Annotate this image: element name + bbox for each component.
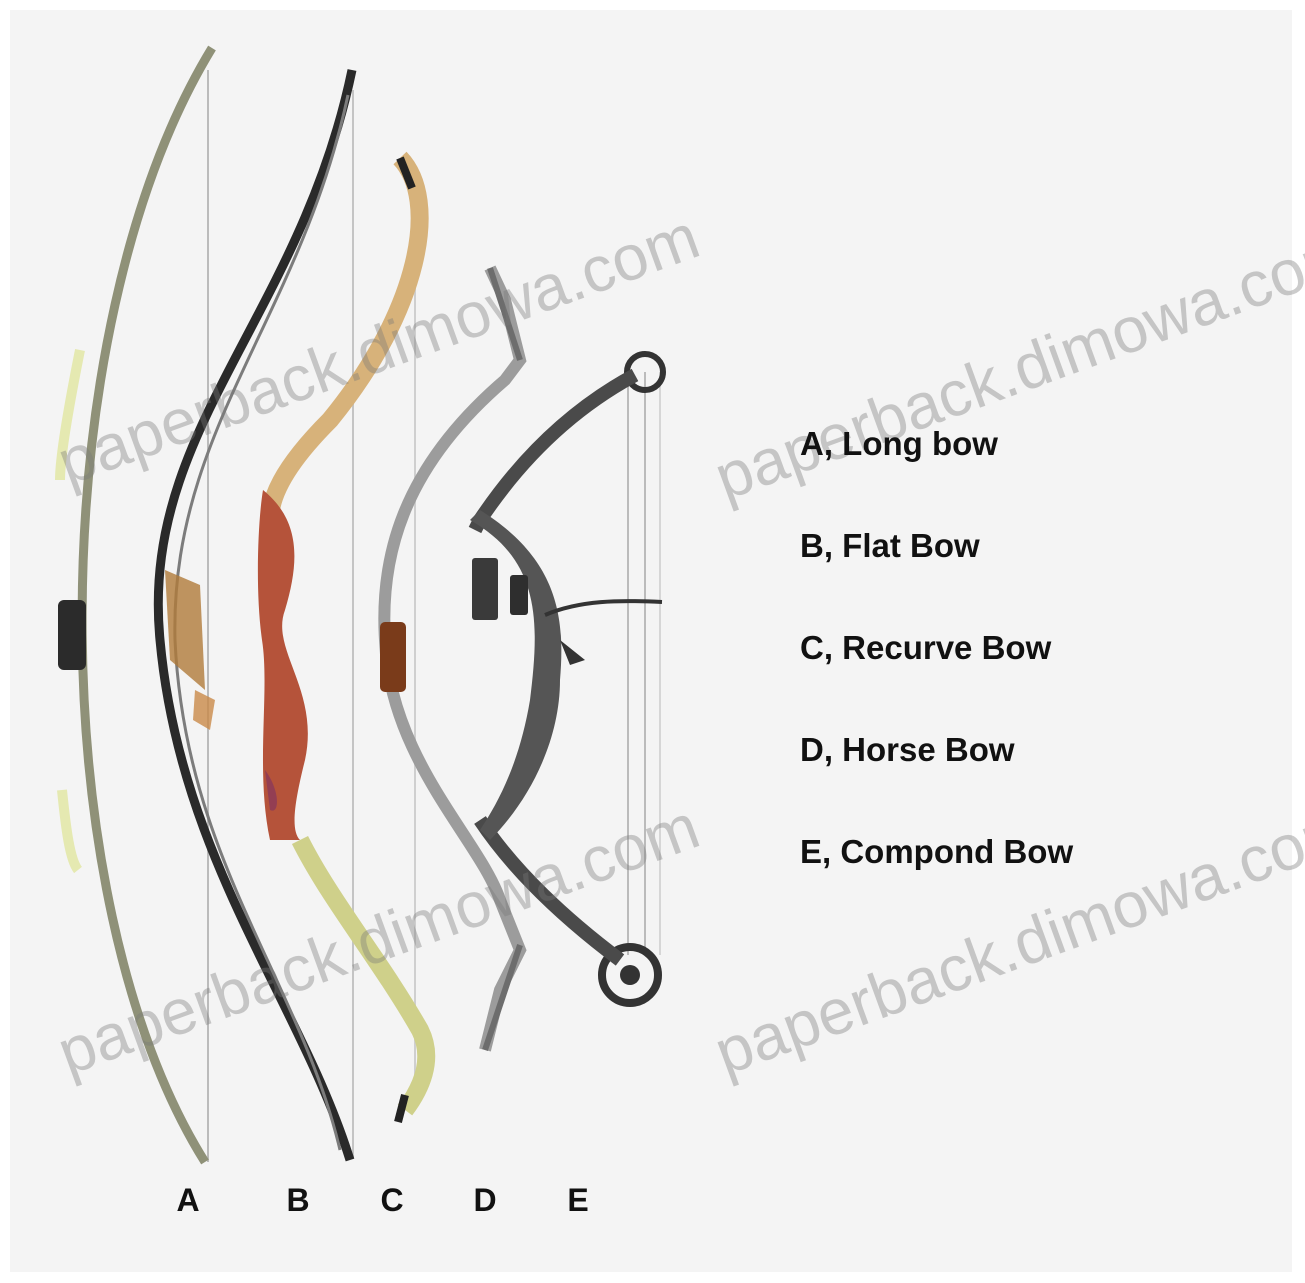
flat-bow-grip [165, 570, 205, 690]
legend-long-bow: A, Long bow [800, 425, 998, 463]
legend-compound-bow: E, Compond Bow [800, 833, 1073, 871]
recurve-bow-upper-limb [270, 158, 420, 520]
compound-upper-limb [475, 375, 635, 530]
label-b: B [278, 1182, 318, 1219]
recurve-bow-riser [258, 490, 308, 840]
horse-bow-grip [380, 622, 406, 692]
legend-horse-bow: D, Horse Bow [800, 731, 1015, 769]
legend-recurve-bow: C, Recurve Bow [800, 629, 1051, 667]
label-e: E [558, 1182, 598, 1219]
label-a: A [168, 1182, 208, 1219]
label-d: D [465, 1182, 505, 1219]
horse-bow-d [380, 268, 520, 1050]
legend-flat-bow: B, Flat Bow [800, 527, 980, 565]
long-bow-grip [58, 600, 86, 670]
compound-sight [472, 558, 498, 620]
label-c: C [372, 1182, 412, 1219]
flat-bow-b [158, 70, 353, 1160]
